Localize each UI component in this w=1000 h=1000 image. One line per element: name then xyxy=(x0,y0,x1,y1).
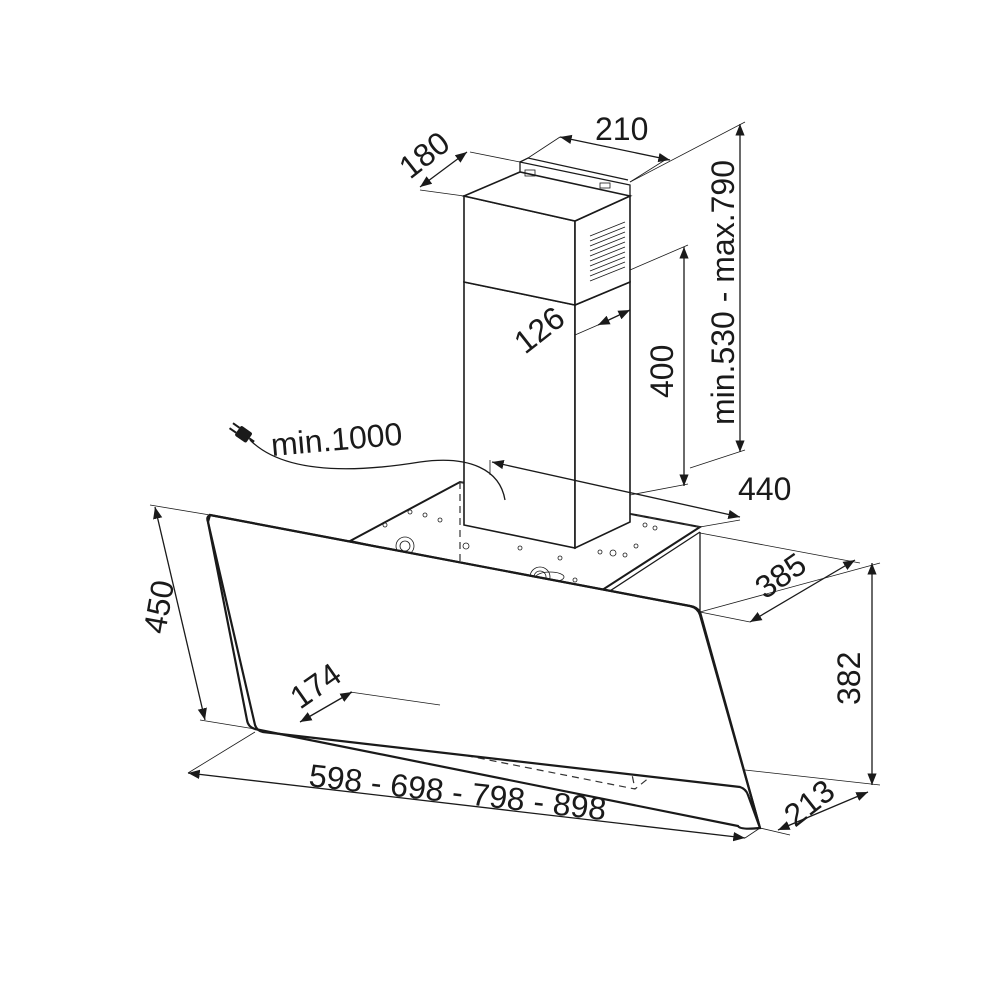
label-450: 450 xyxy=(136,577,181,636)
dim-440 xyxy=(489,459,741,528)
dim-180 xyxy=(419,151,521,197)
label-440: 440 xyxy=(738,471,791,507)
label-210: 210 xyxy=(595,111,648,147)
dim-213 xyxy=(759,791,869,836)
vent-grille xyxy=(589,221,626,282)
label-382: 382 xyxy=(831,652,867,705)
label-385: 385 xyxy=(748,546,812,606)
label-chimney-range: min.530 - max.790 xyxy=(705,160,741,425)
dim-382 xyxy=(699,562,881,786)
chimney xyxy=(461,157,633,550)
dim-174 xyxy=(299,691,441,723)
label-widths: 598 - 698 - 798 - 898 xyxy=(307,757,608,827)
label-213: 213 xyxy=(777,772,841,833)
dim-385 xyxy=(699,532,861,623)
label-180: 180 xyxy=(392,124,456,185)
label-cable: min.1000 xyxy=(269,416,403,463)
lower-chimney-side xyxy=(574,280,631,550)
power-cable xyxy=(228,422,506,501)
dim-210 xyxy=(527,134,671,183)
label-400: 400 xyxy=(644,345,680,398)
dim-126 xyxy=(574,309,631,336)
power-plug-icon xyxy=(228,422,255,443)
dim-450 xyxy=(149,504,256,730)
dim-widths xyxy=(187,731,761,842)
